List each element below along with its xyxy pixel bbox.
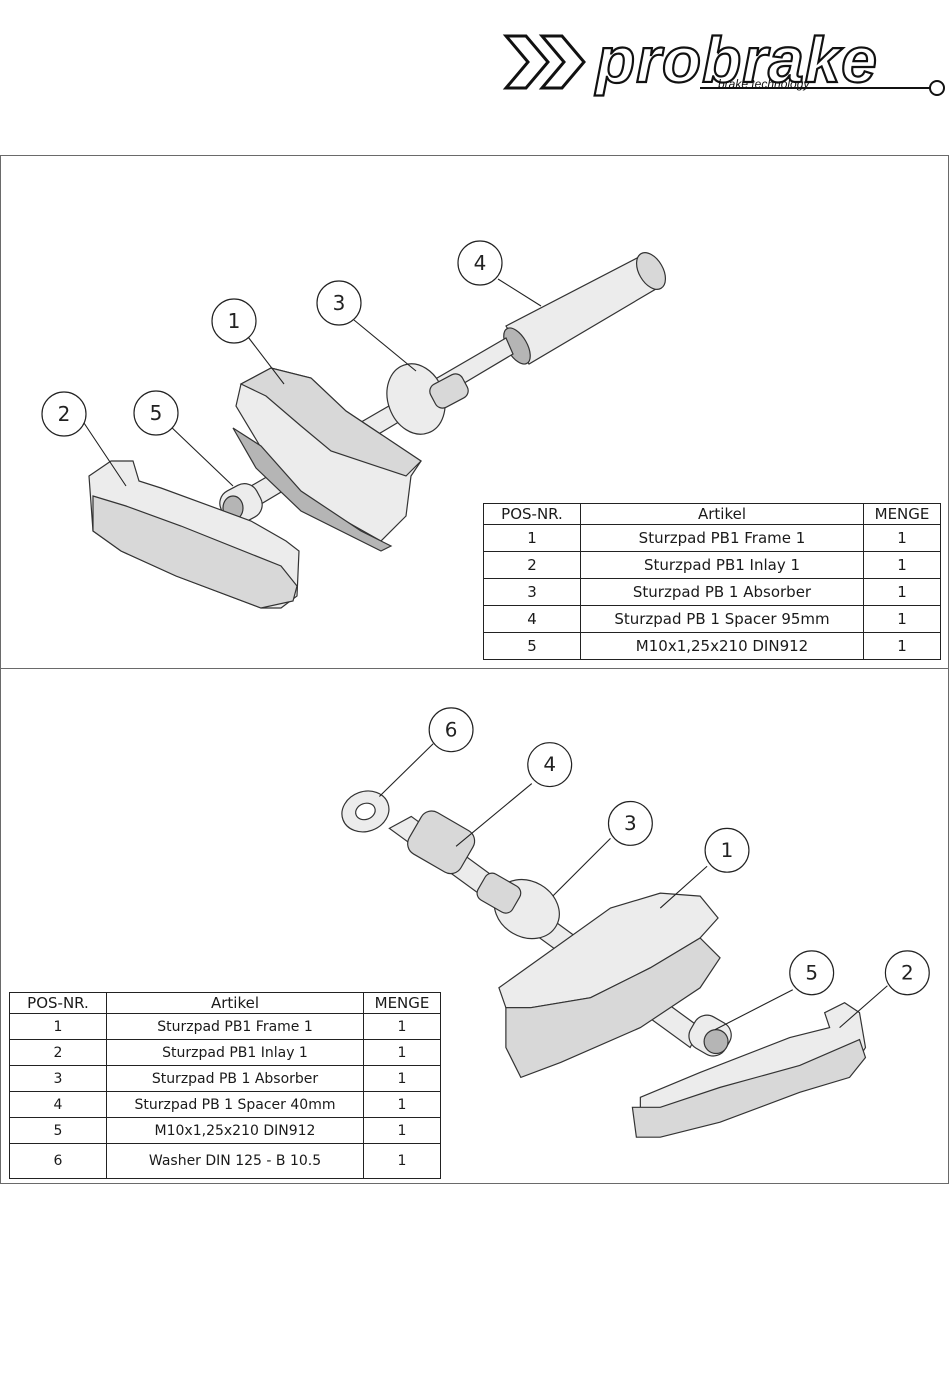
cell-menge: 1 xyxy=(363,1065,441,1092)
cell-artikel: Sturzpad PB 1 Absorber xyxy=(580,578,864,606)
cell-menge: 1 xyxy=(363,1117,441,1144)
cell-artikel: Sturzpad PB 1 Spacer 40mm xyxy=(106,1091,364,1118)
cell-pos: 2 xyxy=(483,551,581,579)
svg-text:1: 1 xyxy=(228,309,241,333)
table-row: 3 Sturzpad PB 1 Absorber 1 xyxy=(483,578,941,606)
header-pos-nr: POS-NR. xyxy=(483,503,581,525)
assembly-view-bottom: 6 4 3 1 5 2 POS-NR. Artikel MENGE 1 Stur… xyxy=(0,668,949,1184)
svg-text:4: 4 xyxy=(474,251,487,275)
inlay-part xyxy=(631,1002,867,1138)
cell-menge: 1 xyxy=(863,605,941,633)
svg-text:4: 4 xyxy=(543,753,556,776)
cell-menge: 1 xyxy=(363,1091,441,1118)
table-row: 3 Sturzpad PB 1 Absorber 1 xyxy=(9,1065,441,1092)
logo-ring-icon xyxy=(929,80,945,96)
callout-2: 2 xyxy=(884,950,930,996)
cell-pos: 5 xyxy=(483,632,581,660)
logo-brand-text: probrake xyxy=(594,24,878,96)
table-row: 2 Sturzpad PB1 Inlay 1 1 xyxy=(483,551,941,579)
header-menge: MENGE xyxy=(363,992,441,1014)
svg-text:5: 5 xyxy=(805,961,818,984)
cell-artikel: Sturzpad PB1 Frame 1 xyxy=(580,524,864,552)
cell-artikel: Sturzpad PB1 Inlay 1 xyxy=(580,551,864,579)
callout-5: 5 xyxy=(789,950,835,996)
callout-1: 1 xyxy=(704,827,750,873)
table-row: 5 M10x1,25x210 DIN912 1 xyxy=(9,1117,441,1144)
cell-menge: 1 xyxy=(363,1143,441,1179)
cell-pos: 1 xyxy=(483,524,581,552)
table-header-row: POS-NR. Artikel MENGE xyxy=(9,992,441,1014)
svg-text:3: 3 xyxy=(333,291,346,315)
svg-text:5: 5 xyxy=(150,401,163,425)
inlay-part xyxy=(88,460,300,609)
table-row: 6 Washer DIN 125 - B 10.5 1 xyxy=(9,1143,441,1179)
table-row: 1 Sturzpad PB1 Frame 1 1 xyxy=(483,524,941,552)
absorber-part xyxy=(386,363,469,435)
svg-text:2: 2 xyxy=(58,402,71,426)
cell-artikel: Sturzpad PB 1 Spacer 95mm xyxy=(580,605,864,633)
header-artikel: Artikel xyxy=(580,503,864,525)
svg-text:2: 2 xyxy=(901,961,914,984)
callout-5: 5 xyxy=(133,390,179,436)
cell-artikel: Sturzpad PB1 Inlay 1 xyxy=(106,1039,364,1066)
cell-menge: 1 xyxy=(363,1013,441,1040)
washer-part xyxy=(341,790,390,833)
cell-pos: 3 xyxy=(483,578,581,606)
logo-tagline: brake technology xyxy=(718,77,810,91)
table-row: 4 Sturzpad PB 1 Spacer 95mm 1 xyxy=(483,605,941,633)
cell-pos: 4 xyxy=(9,1091,107,1118)
absorber-part xyxy=(476,872,560,940)
callout-6: 6 xyxy=(428,707,474,753)
callout-3: 3 xyxy=(316,280,362,326)
header-menge: MENGE xyxy=(863,503,941,525)
callout-3: 3 xyxy=(607,800,653,846)
exploded-drawing-top: 1 2 3 4 5 xyxy=(41,240,667,609)
table-row: 5 M10x1,25x210 DIN912 1 xyxy=(483,632,941,660)
cell-menge: 1 xyxy=(863,632,941,660)
cell-pos: 2 xyxy=(9,1039,107,1066)
probrake-logo: probrake brake technology xyxy=(500,18,950,104)
callout-4: 4 xyxy=(457,240,503,286)
cell-artikel: Sturzpad PB 1 Absorber xyxy=(106,1065,364,1092)
table-row: 2 Sturzpad PB1 Inlay 1 1 xyxy=(9,1039,441,1066)
callout-2: 2 xyxy=(41,391,87,437)
table-row: 4 Sturzpad PB 1 Spacer 40mm 1 xyxy=(9,1091,441,1118)
spacer-part xyxy=(503,252,667,365)
table-row: 1 Sturzpad PB1 Frame 1 1 xyxy=(9,1013,441,1040)
cell-pos: 6 xyxy=(9,1143,107,1179)
logo-graphic: probrake brake technology xyxy=(502,23,945,97)
cell-pos: 1 xyxy=(9,1013,107,1040)
cell-menge: 1 xyxy=(863,551,941,579)
header-artikel: Artikel xyxy=(106,992,364,1014)
table-header-row: POS-NR. Artikel MENGE xyxy=(483,503,941,525)
chevron-arrows-icon xyxy=(502,34,586,90)
cell-artikel: M10x1,25x210 DIN912 xyxy=(580,632,864,660)
cell-pos: 5 xyxy=(9,1117,107,1144)
parts-table-bottom: POS-NR. Artikel MENGE 1 Sturzpad PB1 Fra… xyxy=(9,992,441,1179)
cell-menge: 1 xyxy=(363,1039,441,1066)
parts-table-top: POS-NR. Artikel MENGE 1 Sturzpad PB1 Fra… xyxy=(483,503,941,660)
frame-part xyxy=(498,892,721,1079)
callout-4: 4 xyxy=(527,742,573,788)
cell-pos: 4 xyxy=(483,605,581,633)
cell-artikel: Washer DIN 125 - B 10.5 xyxy=(106,1143,364,1179)
cell-pos: 3 xyxy=(9,1065,107,1092)
callout-1: 1 xyxy=(211,298,257,344)
assembly-view-top: 1 2 3 4 5 POS-NR. Artikel MENGE 1 Sturzp… xyxy=(0,155,949,669)
svg-text:3: 3 xyxy=(624,812,637,835)
cell-menge: 1 xyxy=(863,578,941,606)
svg-text:1: 1 xyxy=(721,839,734,862)
header-pos-nr: POS-NR. xyxy=(9,992,107,1014)
cell-artikel: Sturzpad PB1 Frame 1 xyxy=(106,1013,364,1040)
exploded-drawing-bottom: 6 4 3 1 5 2 xyxy=(341,707,930,1138)
svg-text:6: 6 xyxy=(445,718,458,741)
frame-part xyxy=(232,367,422,552)
cell-menge: 1 xyxy=(863,524,941,552)
cell-artikel: M10x1,25x210 DIN912 xyxy=(106,1117,364,1144)
